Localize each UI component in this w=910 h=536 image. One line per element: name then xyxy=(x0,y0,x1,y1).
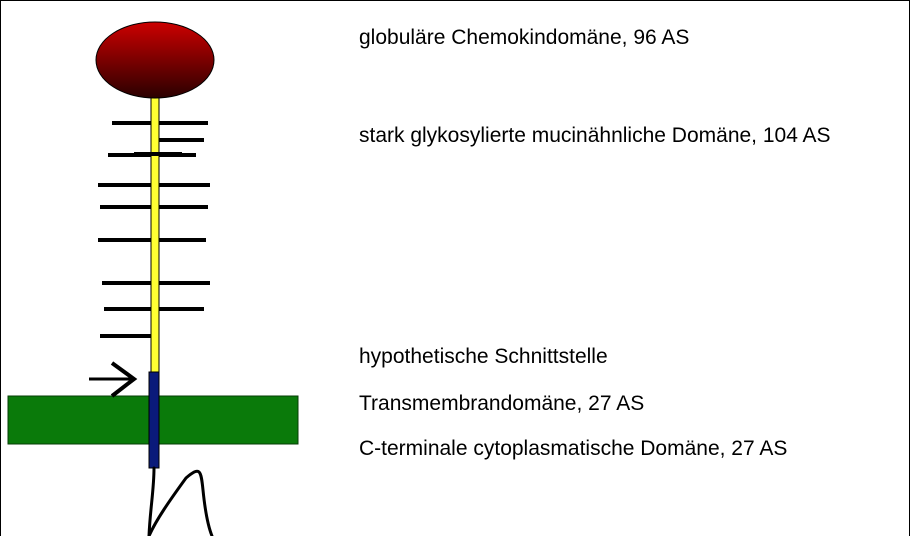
label-transmembrane-domain: Transmembrandomäne, 27 AS xyxy=(359,392,645,415)
label-cleavage-site: hypothetische Schnittstelle xyxy=(359,345,608,368)
cleavage-arrow-icon xyxy=(89,361,138,398)
label-cytoplasmic-domain: C-terminale cytoplasmatische Domäne, 27 … xyxy=(359,437,788,460)
label-mucin-domain: stark glykosylierte mucinähnliche Domäne… xyxy=(359,124,831,147)
mucin-stalk xyxy=(150,93,160,373)
chemokine-protein-diagram xyxy=(7,21,299,536)
transmembrane-segment xyxy=(148,371,160,469)
globular-chemokine-domain xyxy=(95,21,215,99)
glycosylation-chains xyxy=(98,121,210,338)
label-chemokine-domain: globuläre Chemokindomäne, 96 AS xyxy=(359,26,690,49)
cytoplasmic-tail xyxy=(147,466,214,536)
